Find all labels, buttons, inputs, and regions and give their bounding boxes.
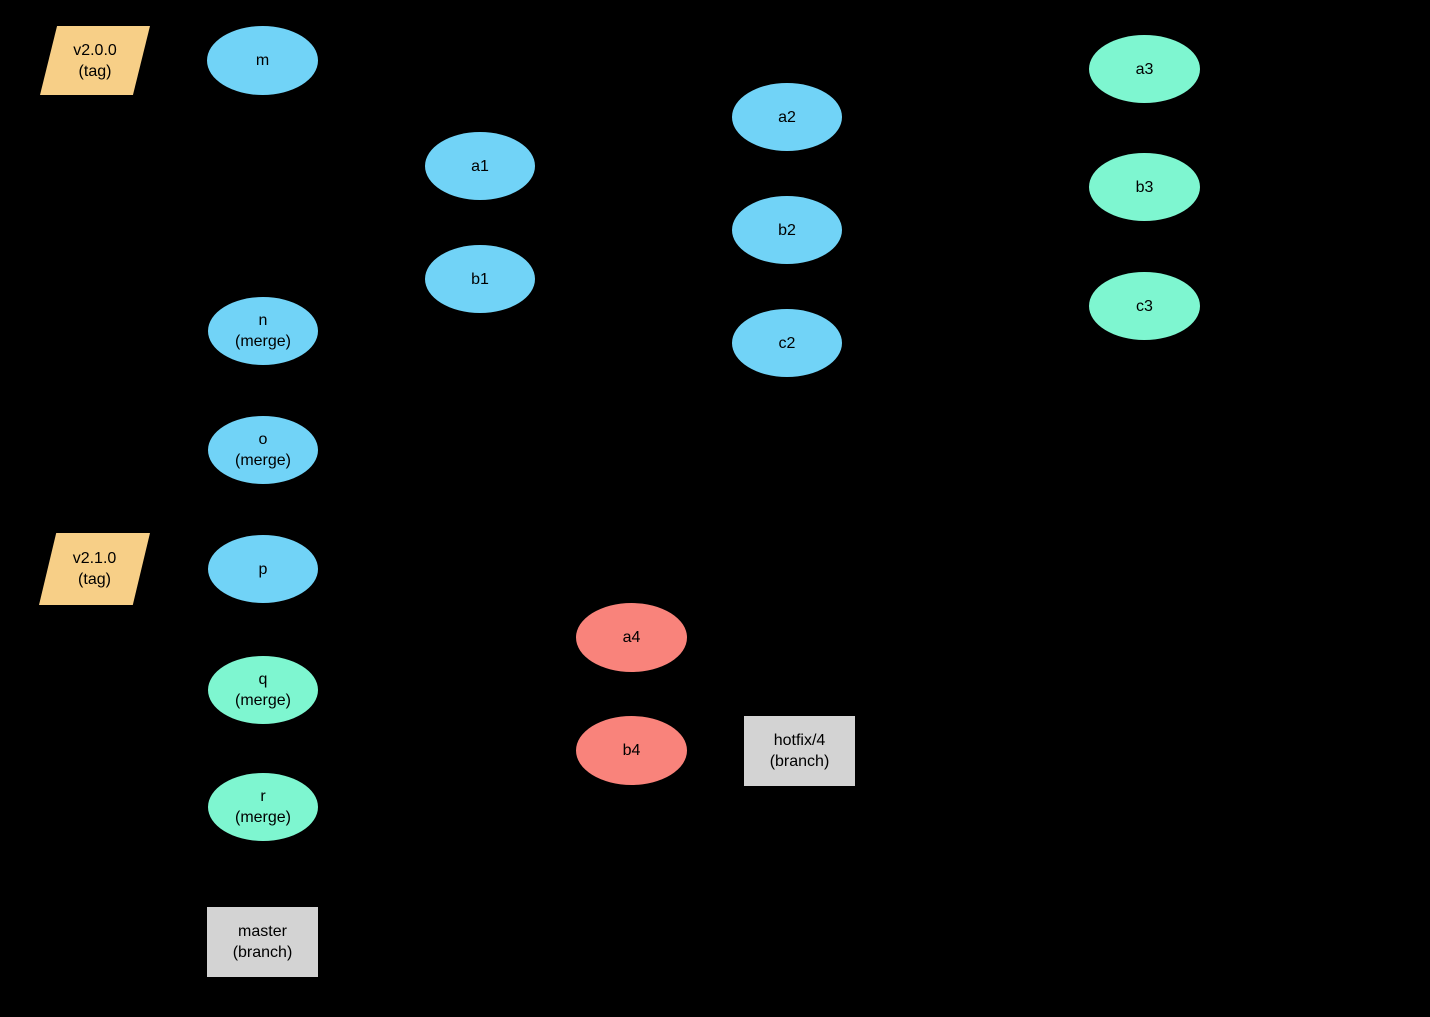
tag-node-v2-0-0: v2.0.0 (tag) <box>40 26 150 95</box>
commit-node-p: p <box>208 535 318 603</box>
node-label: b3 <box>1135 178 1154 196</box>
node-label: hotfix/4 <box>773 732 826 749</box>
tag-node-v2-1-0: v2.1.0 (tag) <box>39 533 150 605</box>
commit-node-b4: b4 <box>576 716 687 785</box>
merge-node-o: o (merge) <box>208 416 318 484</box>
node-label: n <box>258 312 268 329</box>
commit-node-a1: a1 <box>425 132 535 200</box>
commit-node-a2: a2 <box>732 83 842 151</box>
branch-node-hotfix-4: hotfix/4 (branch) <box>744 716 855 786</box>
node-label: p <box>258 560 268 578</box>
merge-node-n: n (merge) <box>208 297 318 365</box>
node-label: (merge) <box>234 809 291 826</box>
node-label: o <box>258 431 268 448</box>
merge-node-q: q (merge) <box>208 656 318 724</box>
merge-node-r: r (merge) <box>208 773 318 841</box>
node-label: (tag) <box>78 62 112 80</box>
branch-node-master: master (branch) <box>207 907 318 977</box>
commit-node-a4: a4 <box>576 603 687 672</box>
node-label: (branch) <box>769 753 830 770</box>
node-label: c2 <box>778 334 796 352</box>
node-label: a2 <box>778 108 796 126</box>
node-label: a3 <box>1135 60 1154 78</box>
commit-node-b2: b2 <box>732 196 842 264</box>
node-label: c3 <box>1136 297 1153 315</box>
commit-node-m: m <box>207 26 318 95</box>
commit-node-b3: b3 <box>1089 153 1200 221</box>
node-label: b4 <box>622 742 641 759</box>
node-label: v2.0.0 <box>73 41 117 59</box>
commit-node-a3: a3 <box>1089 35 1200 103</box>
node-label: (tag) <box>78 571 111 588</box>
node-label: v2.1.0 <box>72 550 117 567</box>
node-label: (branch) <box>232 944 293 961</box>
node-label: b2 <box>778 221 796 239</box>
commit-node-b1: b1 <box>425 245 535 313</box>
node-label: b1 <box>471 270 489 288</box>
commit-node-c2: c2 <box>732 309 842 377</box>
node-label: m <box>255 52 270 69</box>
node-label: (merge) <box>234 452 291 469</box>
node-label: (merge) <box>234 692 291 709</box>
node-label: q <box>258 671 268 688</box>
node-label: a4 <box>622 629 641 646</box>
node-label: a1 <box>471 157 489 175</box>
commit-node-c3: c3 <box>1089 272 1200 340</box>
node-label: (merge) <box>234 333 291 350</box>
node-label: master <box>238 923 287 940</box>
node-label: r <box>260 788 266 805</box>
